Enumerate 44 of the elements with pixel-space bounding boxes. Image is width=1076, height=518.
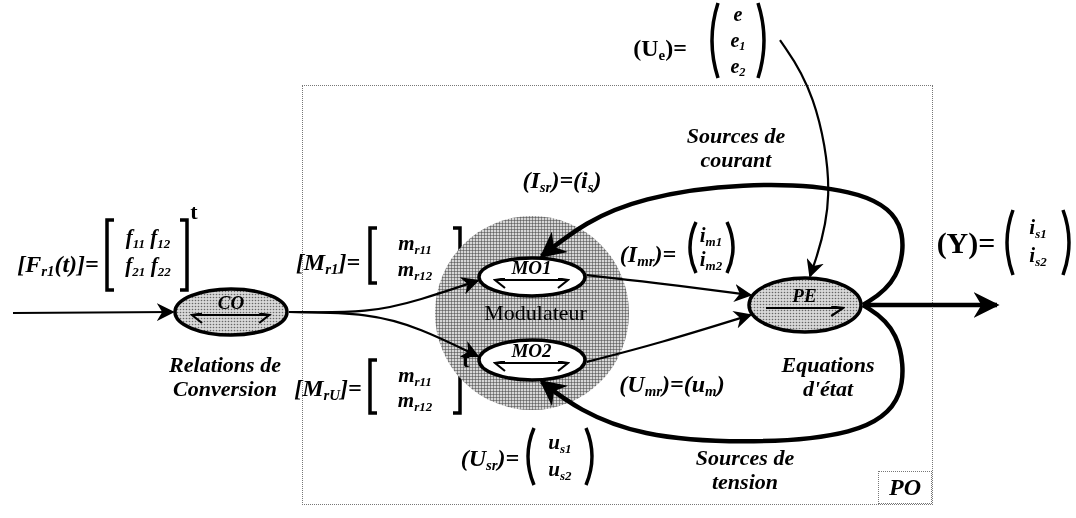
- vector-entry: u$_{s1}$: [548, 431, 572, 455]
- process-ellipse: [476, 337, 587, 382]
- node-caption: Equations d'état: [780, 352, 876, 402]
- math-expression: [M$_{r1}$]=: [295, 248, 361, 276]
- arrow: [779, 39, 830, 278]
- arrow: [289, 310, 480, 358]
- math-expression: (I$_{mr}$)=: [619, 240, 677, 268]
- block-label: PO: [878, 471, 932, 504]
- transpose-mark: t: [190, 199, 198, 225]
- matrix-entry: m$_{r11}$: [398, 232, 432, 256]
- math-expression: (U$_{mr}$)=(u$_{m}$): [619, 370, 725, 398]
- matrix-entry: m$_{r12}$: [397, 389, 433, 413]
- math-expression: (U$_{sr}$)=: [460, 444, 520, 472]
- node-label: PE: [792, 285, 817, 305]
- arrow: [13, 303, 175, 322]
- math-expression: [F$_{r1}$(t)]=: [17, 250, 99, 278]
- arrow: [539, 182, 905, 307]
- vector-entry: e$_{1}$: [730, 29, 746, 51]
- vector-entry: e: [733, 3, 743, 25]
- node-label: MO2: [511, 340, 552, 360]
- vector-entry: i$_{m2}$: [699, 248, 723, 272]
- arrow: [539, 303, 905, 444]
- math-expression: (U$_{e}$)=: [633, 34, 687, 62]
- process-ellipse: [476, 255, 587, 298]
- node-label: MO1: [511, 257, 552, 277]
- math-expression: (I$_{sr}$)=(i$_{s}$): [522, 166, 602, 194]
- math-expression: (Y)=: [936, 225, 996, 259]
- node-label: CO: [217, 293, 245, 312]
- arrow: [586, 311, 753, 363]
- vector-entry: i$_{s1}$: [1029, 216, 1047, 240]
- group-label: Modulateur: [484, 299, 587, 326]
- matrix-entry: f$_{21}$ f$_{22}$: [125, 254, 171, 278]
- vector-entry: e$_{2}$: [730, 55, 746, 77]
- arrow: [586, 274, 753, 302]
- process-ellipse: [746, 275, 863, 334]
- vector-entry: i$_{m1}$: [699, 224, 723, 248]
- vector-entry: i$_{s2}$: [1029, 244, 1047, 268]
- matrix-entry: f$_{11}$ f$_{12}$: [125, 226, 171, 250]
- vector-entry: u$_{s2}$: [548, 458, 572, 482]
- node-caption: Relations de Conversion: [168, 352, 282, 402]
- math-expression: [M$_{rU}$]=: [294, 374, 362, 402]
- matrix-entry: m$_{r12}$: [397, 258, 433, 282]
- process-ellipse: [173, 287, 289, 337]
- matrix-entry: m$_{r11}$: [398, 364, 432, 388]
